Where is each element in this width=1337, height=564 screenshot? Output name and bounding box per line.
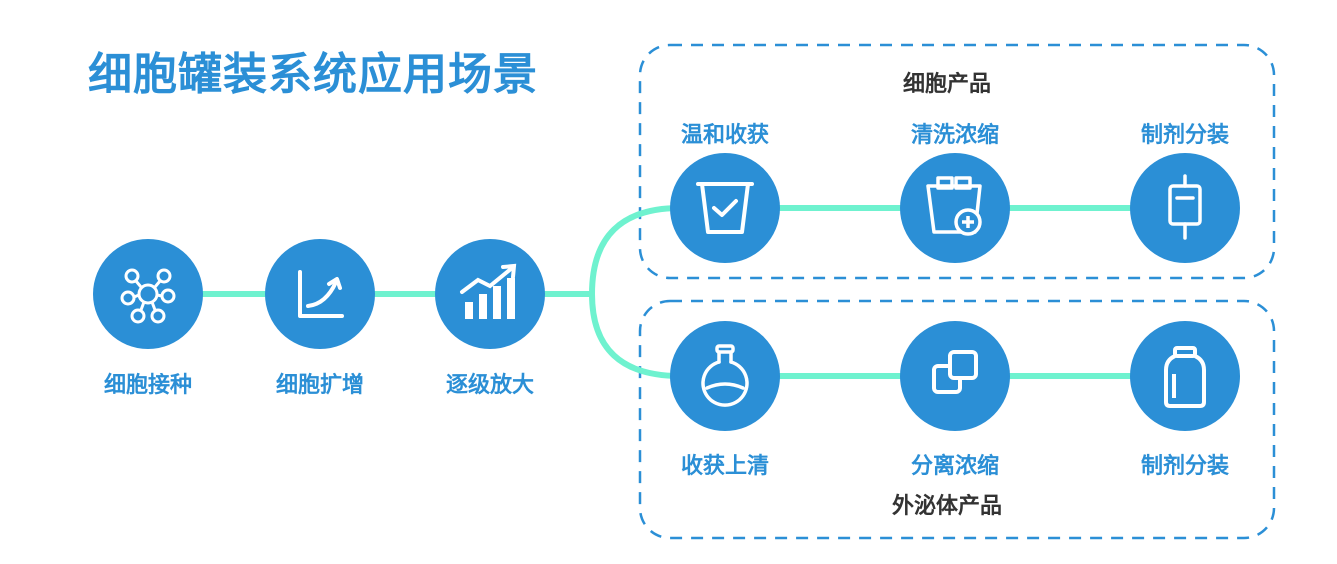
cup-check-icon (696, 182, 754, 234)
molecule-icon (120, 268, 176, 324)
node-stepwise-scaleup (435, 239, 545, 349)
label-harvest-supernatant: 收获上清 (680, 454, 770, 479)
bottle-icon (1164, 346, 1206, 408)
label-cell-expansion: 细胞扩增 (275, 373, 365, 398)
label-formulation-filling-cell: 制剂分装 (1140, 123, 1230, 148)
label-gentle-harvest: 温和收获 (680, 123, 770, 148)
label-formulation-filling-exosome: 制剂分装 (1140, 454, 1230, 479)
exosome-product-group-box (638, 299, 1276, 540)
node-gentle-harvest (670, 153, 780, 263)
connector-branch-down (589, 291, 683, 379)
overlap-squares-icon (932, 350, 978, 394)
label-separate-concentrate: 分离浓缩 (910, 454, 1000, 479)
node-harvest-supernatant (670, 321, 780, 431)
group-label-cell-product: 细胞产品 (902, 72, 992, 97)
flask-icon (701, 344, 749, 407)
connector-branch-up (542, 205, 683, 297)
label-stepwise-scaleup: 逐级放大 (445, 373, 535, 398)
group-label-exosome-product: 外泌体产品 (891, 494, 1003, 519)
bar-growth-icon (460, 263, 517, 319)
iv-bag-icon (1168, 174, 1202, 240)
container-plus-icon (926, 176, 982, 236)
node-cell-seeding (93, 239, 203, 349)
node-formulation-filling-exosome (1130, 321, 1240, 431)
node-formulation-filling-cell (1130, 153, 1240, 263)
node-cell-expansion (265, 239, 375, 349)
label-wash-concentrate: 清洗浓缩 (910, 123, 1000, 148)
node-separate-concentrate (900, 321, 1010, 431)
page-title: 细胞罐装系统应用场景 (88, 49, 538, 100)
node-wash-concentrate-cell (900, 153, 1010, 263)
label-cell-seeding: 细胞接种 (103, 373, 193, 398)
growth-curve-icon (298, 270, 344, 318)
